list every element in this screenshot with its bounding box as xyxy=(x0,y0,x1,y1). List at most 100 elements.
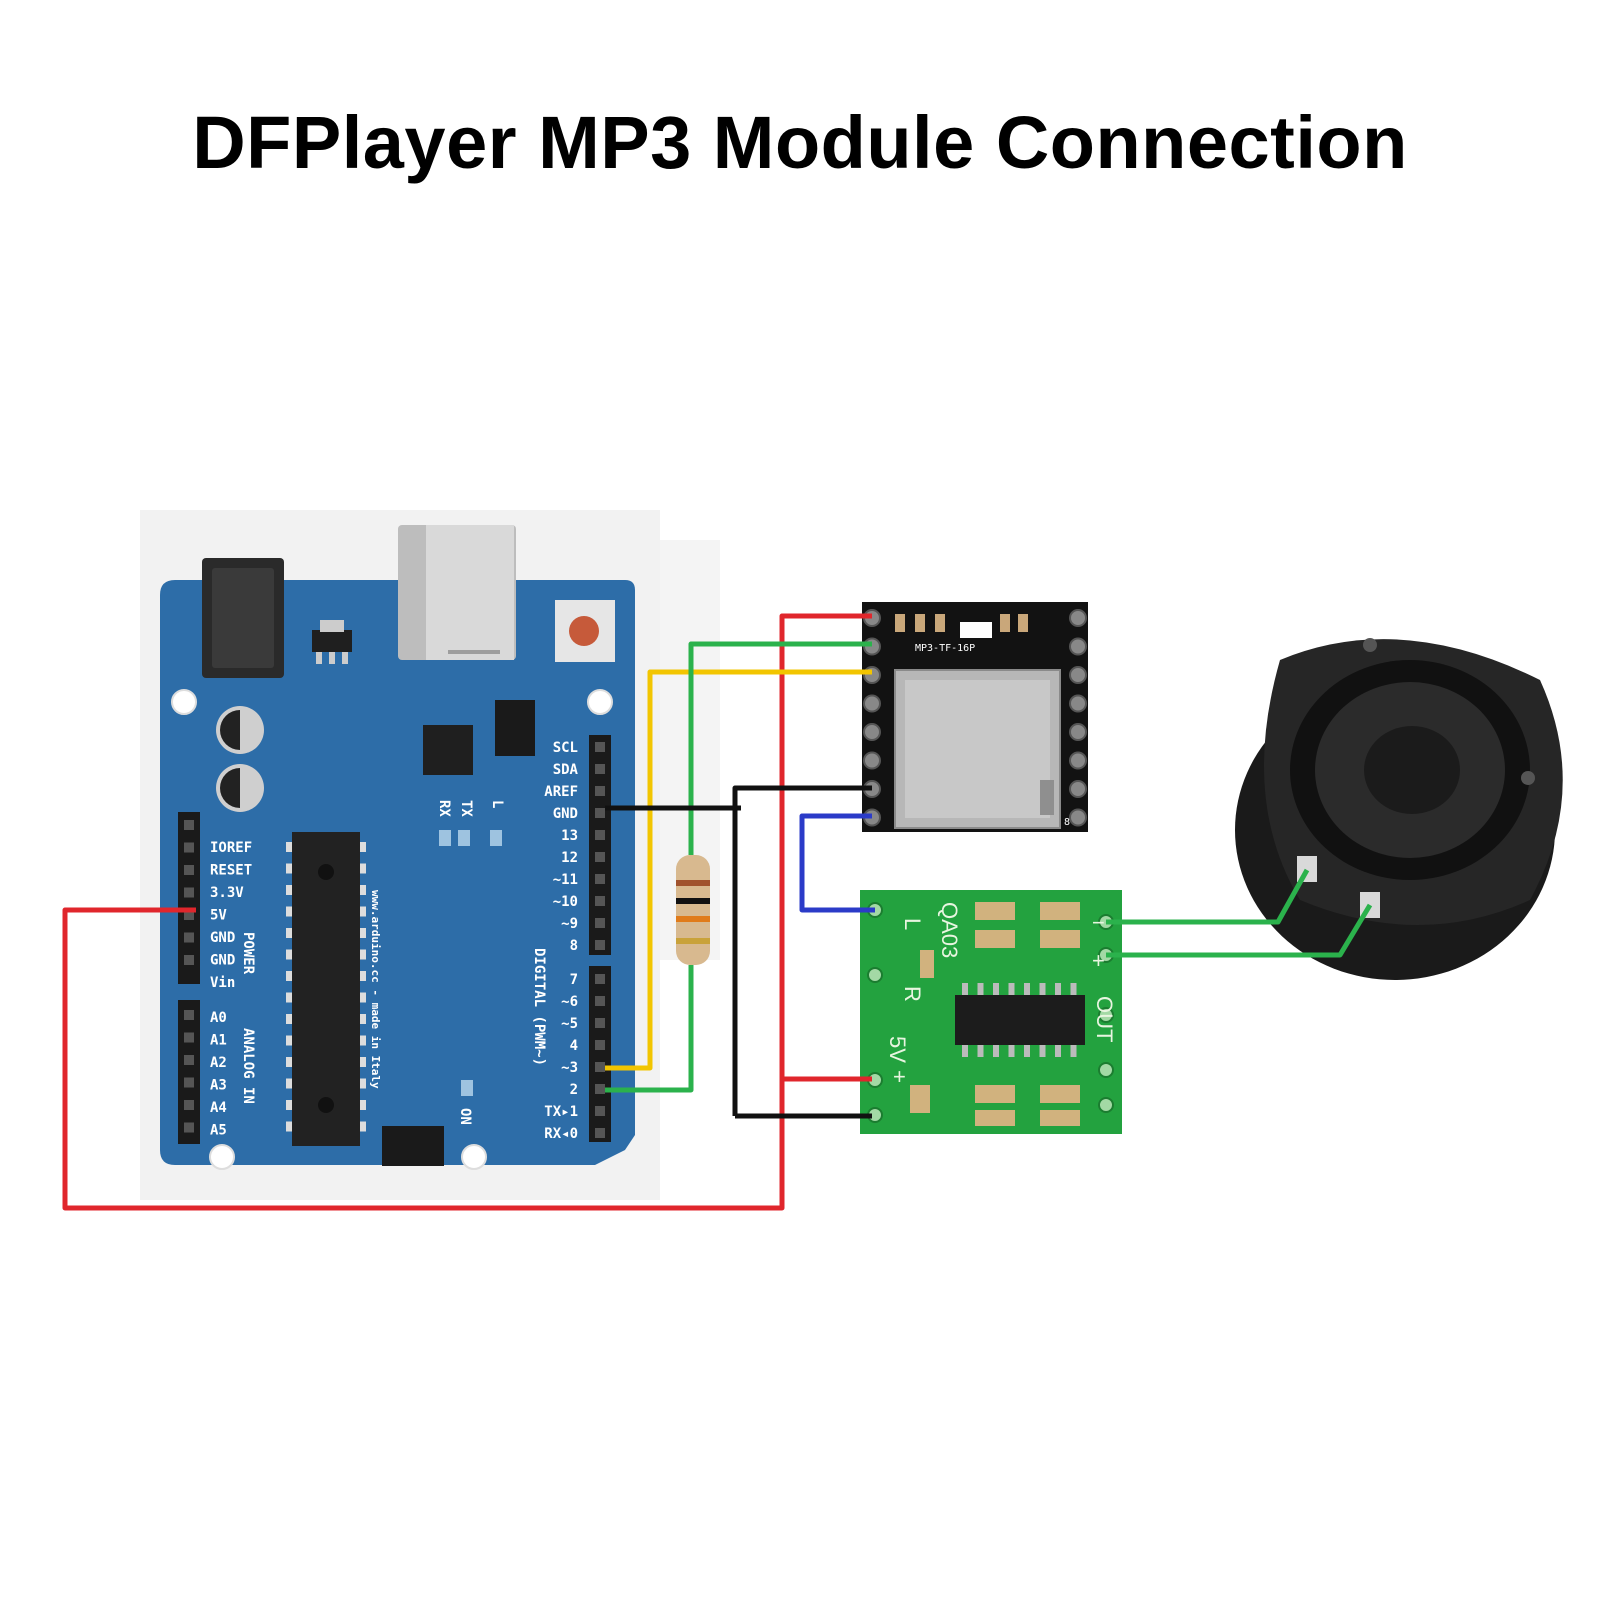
mp3-pin xyxy=(863,666,881,684)
pin-label: GND xyxy=(210,953,235,969)
chip-pin xyxy=(360,842,366,852)
on-label: ON xyxy=(457,1108,473,1125)
chip-pin xyxy=(360,1035,366,1046)
header-hole xyxy=(184,955,194,965)
header-hole xyxy=(595,896,605,906)
header-hole xyxy=(595,830,605,840)
rx-label: RX xyxy=(436,800,452,817)
pin-label: GND xyxy=(553,806,578,822)
pin-label: Vin xyxy=(210,975,235,991)
wire-tx xyxy=(605,669,872,1071)
mount-hole xyxy=(461,1144,487,1170)
pin-label: 2 xyxy=(570,1082,578,1098)
pin-label: GND xyxy=(210,930,235,946)
pin-label: ~10 xyxy=(553,894,578,910)
header-hole xyxy=(595,764,605,774)
mount-hole xyxy=(171,689,197,715)
amp-holes xyxy=(867,902,1114,1123)
speaker-dust-cap xyxy=(1364,726,1460,814)
pin-label: 7 xyxy=(570,972,578,988)
mp3-pin xyxy=(1069,780,1087,798)
amp-ic-legs xyxy=(962,983,1077,1057)
amp-pad xyxy=(1098,1062,1114,1078)
ic-leg xyxy=(1039,1045,1046,1057)
chip-pin xyxy=(360,1078,366,1089)
chip-pin xyxy=(360,885,366,895)
header-hole xyxy=(184,887,194,898)
header-hole xyxy=(184,910,194,920)
l-label: L xyxy=(489,800,505,808)
smd-part xyxy=(1040,1110,1080,1126)
pin-label: ~5 xyxy=(561,1016,578,1032)
mp3-pin xyxy=(1069,751,1087,770)
header-hole xyxy=(184,820,194,830)
chip-pin xyxy=(360,906,366,917)
mp3-module-label: MP3-TF-16P xyxy=(915,643,975,654)
digital-header-lower xyxy=(589,966,611,1142)
mp3-pin xyxy=(1069,637,1087,656)
chip-pin xyxy=(286,971,292,981)
chip-pin xyxy=(286,992,292,1003)
mp3-pin xyxy=(863,751,881,770)
analog-header xyxy=(178,1000,200,1144)
header-hole xyxy=(184,1100,194,1110)
pin-label: RESET xyxy=(210,863,252,879)
made-in-italy-text: www.arduino.cc - made in Italy xyxy=(369,890,382,1089)
icsp-header-bottom xyxy=(382,1126,444,1166)
icsp-header-top xyxy=(495,700,535,756)
header-hole xyxy=(595,974,605,984)
pin-label: TX▸1 xyxy=(544,1104,578,1120)
mp3-pin xyxy=(1069,666,1087,684)
atmega-chip xyxy=(292,832,360,1146)
header-hole xyxy=(184,1032,194,1043)
amp-out-label: OUT xyxy=(1092,996,1117,1042)
smd-resistor xyxy=(1018,614,1028,632)
header-holes xyxy=(184,742,605,1138)
smd-component xyxy=(960,622,992,638)
header-hole xyxy=(595,1128,605,1138)
tx-label: TX xyxy=(458,800,474,817)
header-hole xyxy=(595,940,605,950)
dfplayer-mp3-module: MP3-TF-16P 8 xyxy=(862,602,1088,832)
chip-pin xyxy=(360,1100,366,1110)
chip-pin xyxy=(286,842,292,852)
wire-speaker-neg xyxy=(1106,868,1310,925)
pin-label: 13 xyxy=(561,828,578,844)
chip-pin xyxy=(360,1014,366,1024)
speaker-mount-hole xyxy=(1521,771,1535,785)
amp-5v-label: 5V xyxy=(885,1036,910,1063)
amp-pad xyxy=(1098,1007,1114,1023)
digital-section-label: DIGITAL (PWM~) xyxy=(531,948,547,1066)
header-hole xyxy=(595,874,605,884)
ic-leg xyxy=(1055,983,1061,995)
l-led xyxy=(490,830,502,846)
header-hole xyxy=(595,742,605,752)
capacitor xyxy=(216,706,264,754)
header-hole xyxy=(184,1010,194,1020)
amp-l-label: L xyxy=(900,918,925,930)
pin-label: 12 xyxy=(561,850,578,866)
pin-label: A1 xyxy=(210,1033,227,1049)
analog-section-label: ANALOG IN xyxy=(240,1028,256,1104)
ic-leg xyxy=(977,983,984,995)
header-hole xyxy=(595,1018,605,1028)
mp3-pin xyxy=(1069,694,1087,713)
mp3-pin xyxy=(863,694,881,713)
ic-leg xyxy=(962,1045,968,1057)
ic-leg xyxy=(977,1045,984,1057)
chip-pin xyxy=(286,1057,292,1067)
header-hole xyxy=(184,1077,194,1088)
smd-part xyxy=(910,1085,930,1113)
amp-plus-in: + xyxy=(893,1064,906,1089)
smd-part xyxy=(975,1085,1015,1103)
smd-part xyxy=(1040,930,1080,948)
ic-leg xyxy=(1008,983,1015,995)
chip-pin xyxy=(360,949,366,960)
smd-resistor xyxy=(935,614,945,632)
chip-pin xyxy=(360,1121,366,1132)
mount-hole xyxy=(209,1144,235,1170)
ic-leg xyxy=(1070,1045,1077,1057)
header-hole xyxy=(184,842,194,853)
